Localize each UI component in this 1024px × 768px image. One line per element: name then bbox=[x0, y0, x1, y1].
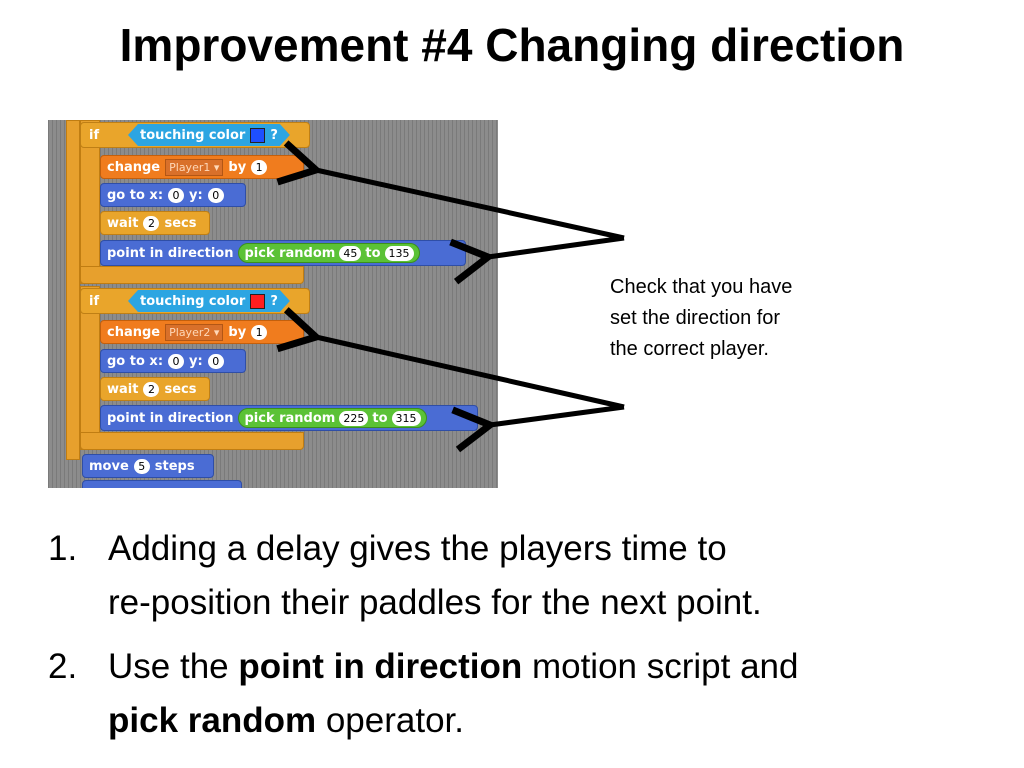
wait-block-2[interactable]: wait 2 secs bbox=[100, 377, 210, 401]
slide-title: Improvement #4 Changing direction bbox=[119, 19, 905, 71]
list-item: 1. Adding a delay gives the players time… bbox=[48, 522, 988, 630]
note-line-3: the correct player. bbox=[610, 338, 769, 360]
move-steps-block[interactable]: move 5 steps bbox=[82, 454, 214, 478]
to-keyword: to bbox=[372, 410, 388, 426]
color-swatch-blue[interactable] bbox=[250, 128, 265, 143]
change-by-input[interactable]: 1 bbox=[251, 159, 268, 175]
text-mid: motion script and bbox=[522, 647, 799, 686]
wait-input[interactable]: 2 bbox=[143, 215, 160, 231]
color-swatch-red[interactable] bbox=[250, 294, 265, 309]
change-player2-block[interactable]: change Player2 ▾ by 1 bbox=[100, 320, 304, 344]
change-keyword: change bbox=[107, 324, 161, 340]
variable-name: Player2 bbox=[169, 325, 211, 339]
by-keyword: by bbox=[228, 159, 247, 175]
touching-color-label: touching color bbox=[140, 127, 246, 143]
list-number: 1. bbox=[48, 529, 78, 568]
y-label: y: bbox=[189, 353, 203, 369]
if-block-2-footer bbox=[80, 432, 304, 450]
pick-random-label: pick random bbox=[244, 245, 336, 261]
random-from-input[interactable]: 45 bbox=[339, 245, 362, 261]
list-item-text: Adding a delay gives the players time to… bbox=[108, 522, 988, 630]
point-in-direction-block-1[interactable]: point in direction pick random 45 to 135 bbox=[100, 240, 466, 266]
go-to-label: go to x: bbox=[107, 353, 164, 369]
y-label: y: bbox=[189, 187, 203, 203]
variable-name: Player1 bbox=[169, 160, 211, 174]
scratch-script-screenshot: if touching color ? change Player1 ▾ by … bbox=[48, 120, 498, 488]
change-player1-block[interactable]: change Player1 ▾ by 1 bbox=[100, 155, 304, 179]
wait-keyword: wait bbox=[107, 215, 139, 231]
text-prefix: Use the bbox=[108, 647, 239, 686]
move-steps-input[interactable]: 5 bbox=[133, 458, 150, 474]
wait-block-1[interactable]: wait 2 secs bbox=[100, 211, 210, 235]
wait-keyword: wait bbox=[107, 381, 139, 397]
random-to-input[interactable]: 135 bbox=[384, 245, 414, 261]
point-in-direction-label: point in direction bbox=[107, 245, 234, 261]
list-item-text: Use the point in direction motion script… bbox=[108, 640, 988, 748]
list-item-line: Use the point in direction motion script… bbox=[108, 640, 988, 694]
go-to-xy-block-2[interactable]: go to x: 0 y: 0 bbox=[100, 349, 246, 373]
touching-color-label: touching color bbox=[140, 293, 246, 309]
point-in-direction-block-2[interactable]: point in direction pick random 225 to 31… bbox=[100, 405, 478, 431]
annotation-note: Check that you have set the direction fo… bbox=[610, 272, 840, 365]
list-item-line: re-position their paddles for the next p… bbox=[108, 583, 762, 622]
arrow-to-point-direction-1 bbox=[449, 235, 625, 285]
random-to-input[interactable]: 315 bbox=[391, 410, 421, 426]
bold-term-point-in-direction: point in direction bbox=[238, 647, 523, 686]
pick-random-block-2[interactable]: pick random 225 to 315 bbox=[238, 408, 427, 428]
x-input[interactable]: 0 bbox=[168, 353, 185, 369]
if-keyword: if bbox=[89, 127, 100, 143]
change-by-input[interactable]: 1 bbox=[251, 324, 268, 340]
outer-script-rail bbox=[66, 120, 80, 460]
random-from-input[interactable]: 225 bbox=[339, 410, 369, 426]
pick-random-block-1[interactable]: pick random 45 to 135 bbox=[238, 243, 420, 263]
bold-term-pick-random: pick random bbox=[108, 701, 317, 740]
numbered-list: 1. Adding a delay gives the players time… bbox=[48, 522, 988, 758]
by-keyword: by bbox=[228, 324, 247, 340]
change-keyword: change bbox=[107, 159, 161, 175]
variable-dropdown-player1[interactable]: Player1 ▾ bbox=[165, 158, 224, 176]
steps-keyword: steps bbox=[154, 458, 195, 474]
list-item: 2. Use the point in direction motion scr… bbox=[48, 640, 988, 748]
move-keyword: move bbox=[89, 458, 129, 474]
touching-color-block-2[interactable]: touching color ? bbox=[128, 290, 290, 312]
secs-keyword: secs bbox=[164, 381, 197, 397]
y-input[interactable]: 0 bbox=[207, 187, 224, 203]
question-mark: ? bbox=[270, 293, 278, 309]
next-block-partial bbox=[82, 480, 242, 488]
list-item-line: Adding a delay gives the players time to bbox=[108, 529, 727, 568]
point-in-direction-label: point in direction bbox=[107, 410, 234, 426]
note-line-1: Check that you have bbox=[610, 276, 793, 298]
x-input[interactable]: 0 bbox=[168, 187, 185, 203]
question-mark: ? bbox=[270, 127, 278, 143]
go-to-label: go to x: bbox=[107, 187, 164, 203]
if-keyword: if bbox=[89, 293, 100, 309]
list-item-line: pick random operator. bbox=[108, 694, 988, 748]
wait-input[interactable]: 2 bbox=[143, 381, 160, 397]
variable-dropdown-player2[interactable]: Player2 ▾ bbox=[165, 323, 224, 341]
touching-color-block-1[interactable]: touching color ? bbox=[128, 124, 290, 146]
to-keyword: to bbox=[365, 245, 381, 261]
arrow-to-point-direction-2 bbox=[451, 404, 625, 453]
if-block-1-footer bbox=[80, 266, 304, 284]
pick-random-label: pick random bbox=[244, 410, 336, 426]
secs-keyword: secs bbox=[164, 215, 197, 231]
list-number: 2. bbox=[48, 647, 78, 686]
go-to-xy-block-1[interactable]: go to x: 0 y: 0 bbox=[100, 183, 246, 207]
note-line-2: set the direction for bbox=[610, 307, 781, 329]
y-input[interactable]: 0 bbox=[207, 353, 224, 369]
text-suffix: operator. bbox=[316, 701, 464, 740]
